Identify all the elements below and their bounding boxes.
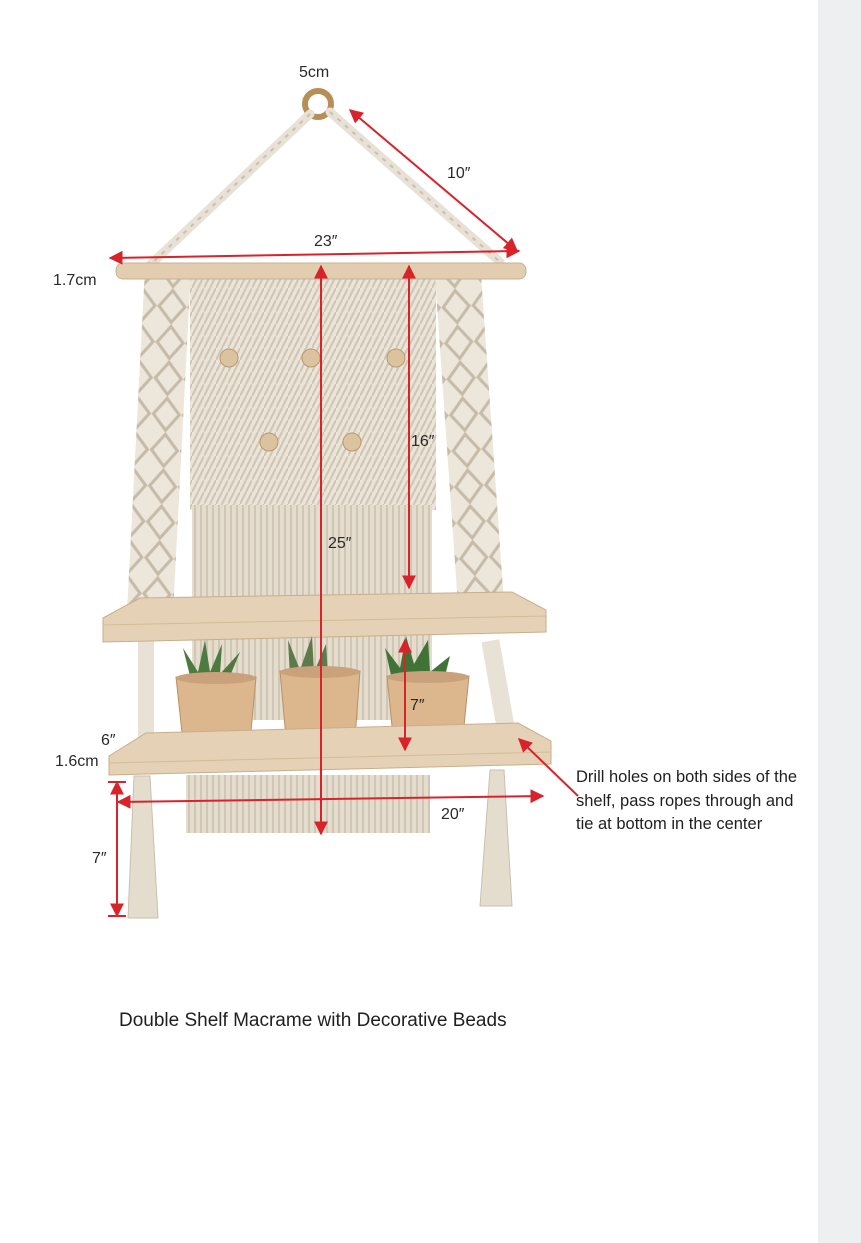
tassel-right (479, 769, 513, 907)
bottom-shelf (108, 722, 552, 776)
label-ring-size: 5cm (299, 64, 330, 81)
label-hanger-rope: 10″ (447, 165, 471, 182)
lower-rope-right (481, 639, 517, 741)
hanging-ring (302, 88, 334, 120)
label-dowel-length: 23″ (314, 233, 338, 250)
macrame-panel (190, 272, 436, 510)
right-margin-strip (818, 0, 861, 1243)
lower-rope-left (138, 640, 154, 755)
label-dowel-thickness: 1.7cm (53, 272, 97, 289)
installation-note: Drill holes on both sides of the shelf, … (576, 768, 798, 833)
side-rope-right (434, 270, 504, 596)
arrow-note-pointer (517, 738, 579, 797)
product-caption: Double Shelf Macrame with Decorative Bea… (119, 1010, 507, 1031)
label-shelf-thickness: 1.6cm (55, 753, 99, 770)
label-shelf-depth: 6″ (101, 732, 116, 749)
arrow-shelf-width (116, 789, 545, 809)
tassel-left (127, 775, 159, 919)
label-overall-height: 25″ (328, 535, 352, 552)
arrow-hanger-rope (348, 109, 519, 252)
macrame-bottom-fringe (186, 775, 430, 833)
arrow-dowel-length (108, 244, 521, 265)
macrame-shelf-illustration (102, 88, 579, 919)
label-shelf-gap: 7″ (410, 697, 425, 714)
label-panel-length: 16″ (411, 433, 435, 450)
side-rope-left (127, 271, 191, 609)
label-tassel-length: 7″ (92, 850, 107, 867)
label-shelf-width: 20″ (441, 806, 465, 823)
